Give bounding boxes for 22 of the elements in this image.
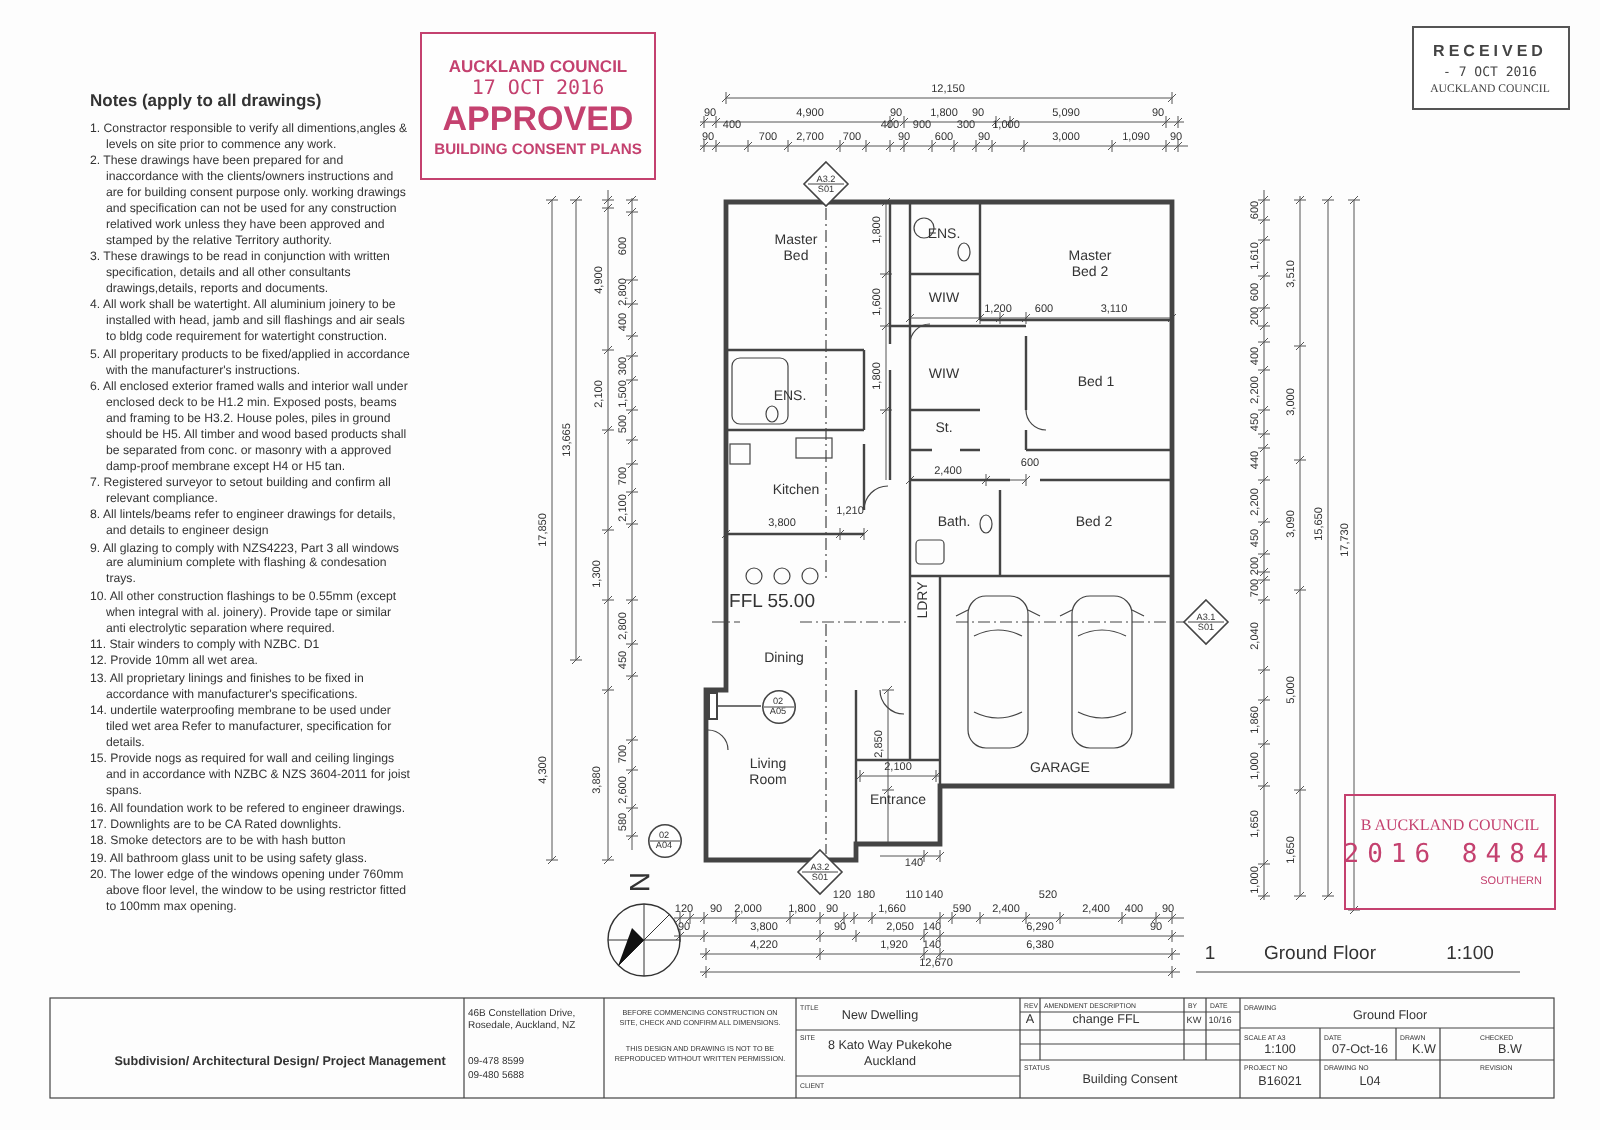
floor-level-text: FFL 55.00 xyxy=(729,591,815,613)
detail-reference-circle xyxy=(647,823,681,857)
drawing-title-text: Ground Floor xyxy=(1264,943,1376,965)
approval-stamp xyxy=(420,32,656,180)
window-symbol xyxy=(707,692,717,720)
stamp-text: AUCKLAND COUNCIL xyxy=(448,55,628,75)
stamp-text: B AUCKLAND COUNCIL xyxy=(1360,816,1540,834)
stamp-text: 2016 8484 xyxy=(1343,840,1557,870)
drawing-title-text: 1:100 xyxy=(1446,943,1494,965)
section-marker xyxy=(1184,600,1228,644)
leader-line xyxy=(716,705,762,707)
detail-reference-circle xyxy=(761,689,795,723)
north-label: N xyxy=(624,871,656,893)
stamp-text: 17 OCT 2016 xyxy=(471,77,605,99)
received-stamp xyxy=(1411,26,1569,110)
section-marker xyxy=(804,162,848,206)
drawing-title-text: 1 xyxy=(1204,943,1216,965)
council-stamp xyxy=(1344,794,1556,910)
section-marker xyxy=(798,850,842,894)
stamp-text: RECEIVED xyxy=(1433,41,1547,59)
notes-heading: Notes (apply to all drawings) xyxy=(90,90,322,110)
stamp-text: APPROVED xyxy=(442,101,634,137)
